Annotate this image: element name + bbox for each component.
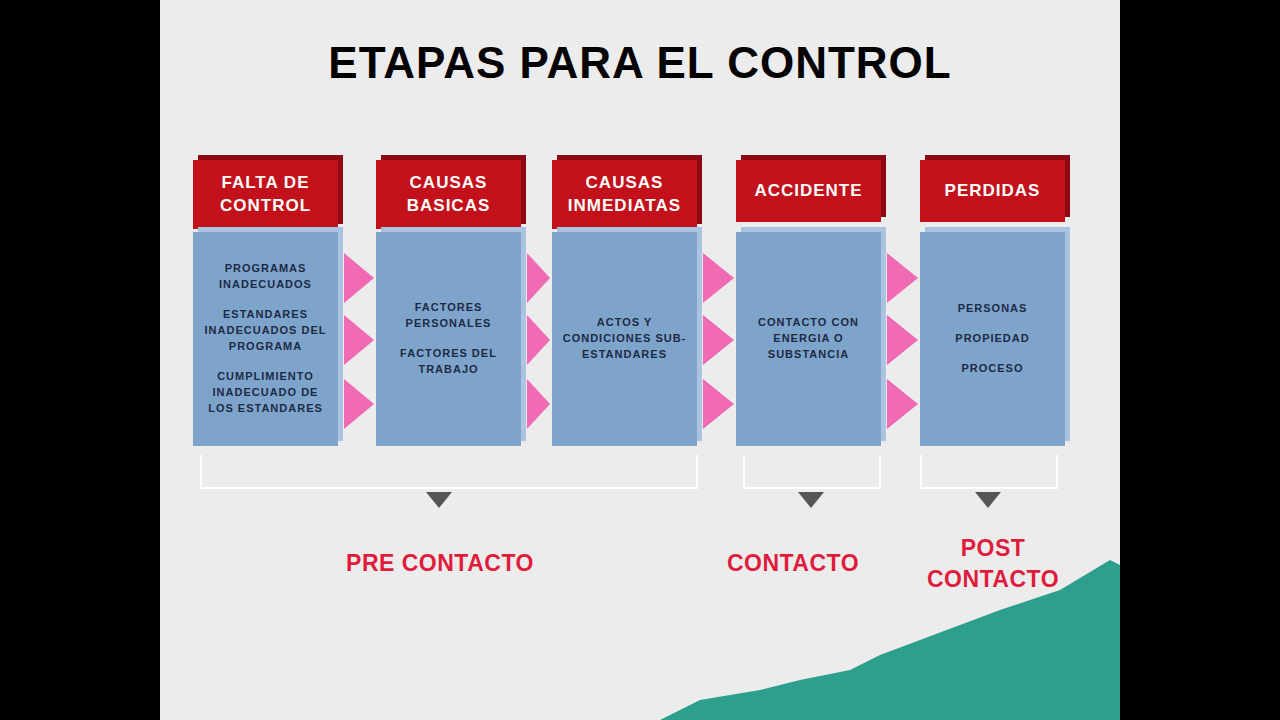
node-text: PERDIDAS [945,180,1041,202]
stage-header: ACCIDENTE [736,160,881,222]
node-text: ESTANDARES INADECUADOS DEL PROGRAMA [201,307,330,355]
down-triangle [975,492,1001,508]
stage-box: ACTOS Y CONDICIONES SUB-ESTANDARES [552,232,697,446]
stage-header: FALTA DE CONTROL [193,160,338,229]
node-text: PROCESO [961,361,1023,377]
down-triangle [426,492,452,508]
node-text: PERSONAS [958,301,1028,317]
node-text: FACTORES DEL TRABAJO [384,346,513,378]
flow-arrow [887,253,918,429]
flow-arrow [527,253,550,429]
phase-label: CONTACTO [700,548,886,579]
node-text: CONTACTO CON ENERGIA O SUBSTANCIA [744,315,873,363]
phase-label: POST CONTACTO [908,533,1078,595]
pre-contact-bracket [201,455,697,488]
node-text: CUMPLIMIENTO INADECUADO DE LOS ESTANDARE… [201,369,330,417]
node-text: FACTORES PERSONALES [384,300,513,332]
slide-ground [160,0,1120,720]
node-text: FALTA DE CONTROL [193,172,338,216]
node-text: ACTOS Y CONDICIONES SUB-ESTANDARES [560,315,689,363]
node-text: PROGRAMAS INADECUADOS [201,261,330,293]
node-text: PROPIEDAD [955,331,1029,347]
stage-box: PROGRAMAS INADECUADOS ESTANDARES INADECUA… [193,232,338,446]
down-triangle [798,492,824,508]
brackets [201,455,1057,488]
node-text: CAUSAS INMEDIATAS [552,172,697,216]
stage-box: CONTACTO CON ENERGIA O SUBSTANCIA [736,232,881,446]
stage-box: FACTORES PERSONALES FACTORES DEL TRABAJO [376,232,521,446]
stage-header: CAUSAS BASICAS [376,160,521,229]
diagram-title: ETAPAS PARA EL CONTROL [160,38,1120,88]
down-markers [426,492,1001,508]
phase-label: PRE CONTACTO [300,548,580,579]
node-text: ACCIDENTE [754,180,862,202]
contact-bracket [744,455,880,488]
stage-header: CAUSAS INMEDIATAS [552,160,697,229]
flow-arrow [703,253,734,429]
flow-arrow [344,253,374,429]
stage-header: PERDIDAS [920,160,1065,222]
stage-box: PERSONAS PROPIEDAD PROCESO [920,232,1065,446]
post-contact-bracket [921,455,1057,488]
node-text: CAUSAS BASICAS [376,172,521,216]
